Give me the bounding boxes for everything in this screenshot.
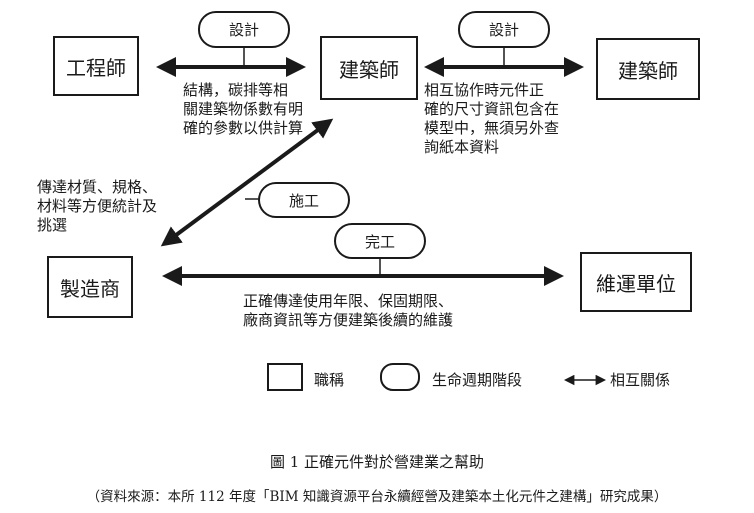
legend-phase-swatch [380,363,420,391]
phase-design-right-label: 設計 [488,21,519,39]
role-architect-right: 建築師 [596,38,700,100]
note-manufacturer-architect: 傳達材質、規格、 材料等方便統計及 挑選 [37,178,158,234]
phase-completion-label: 完工 [364,232,395,251]
legend-role-swatch [267,363,303,391]
phase-design-left: 設計 [198,11,290,48]
phase-completion: 完工 [334,223,426,259]
role-engineer: 工程師 [53,36,139,96]
phase-design-left-label: 設計 [228,21,259,39]
role-maintainer: 維運單位 [580,252,692,312]
legend-role-label: 職稱 [314,371,345,389]
note-architect-architect: 相互協作時元件正 確的尺寸資訊包含在 模型中，無須另外查 詢紙本資料 [424,81,560,156]
role-engineer-label: 工程師 [66,55,126,80]
figure-caption: 圖 1 正確元件對於營建業之幫助 [269,453,485,471]
legend-phase-label: 生命週期階段 [432,371,523,389]
role-manufacturer-label: 製造商 [60,276,120,301]
role-architect-left-label: 建築師 [339,57,399,82]
legend-relation-label: 相互關係 [610,371,671,389]
arrow-manufacturer-architect [160,118,334,247]
role-architect-left: 建築師 [320,36,418,100]
phase-design-right: 設計 [458,11,550,48]
role-manufacturer: 製造商 [47,256,133,318]
phase-construction-label: 施工 [288,191,319,210]
role-maintainer-label: 維運單位 [596,271,676,296]
note-manufacturer-maintainer: 正確傳達使用年限、保固期限、 廠商資訊等方便建築後續的維護 [243,292,454,329]
source-caption: （資料來源：本所 112 年度「BIM 知識資源平台永續經營及建築本土化元件之建… [86,489,668,505]
role-architect-right-label: 建築師 [618,58,678,83]
note-engineer-architect: 結構，碳排等相 關建築物係數有明 確的參數以供計算 [183,81,304,137]
phase-construction: 施工 [258,182,350,218]
